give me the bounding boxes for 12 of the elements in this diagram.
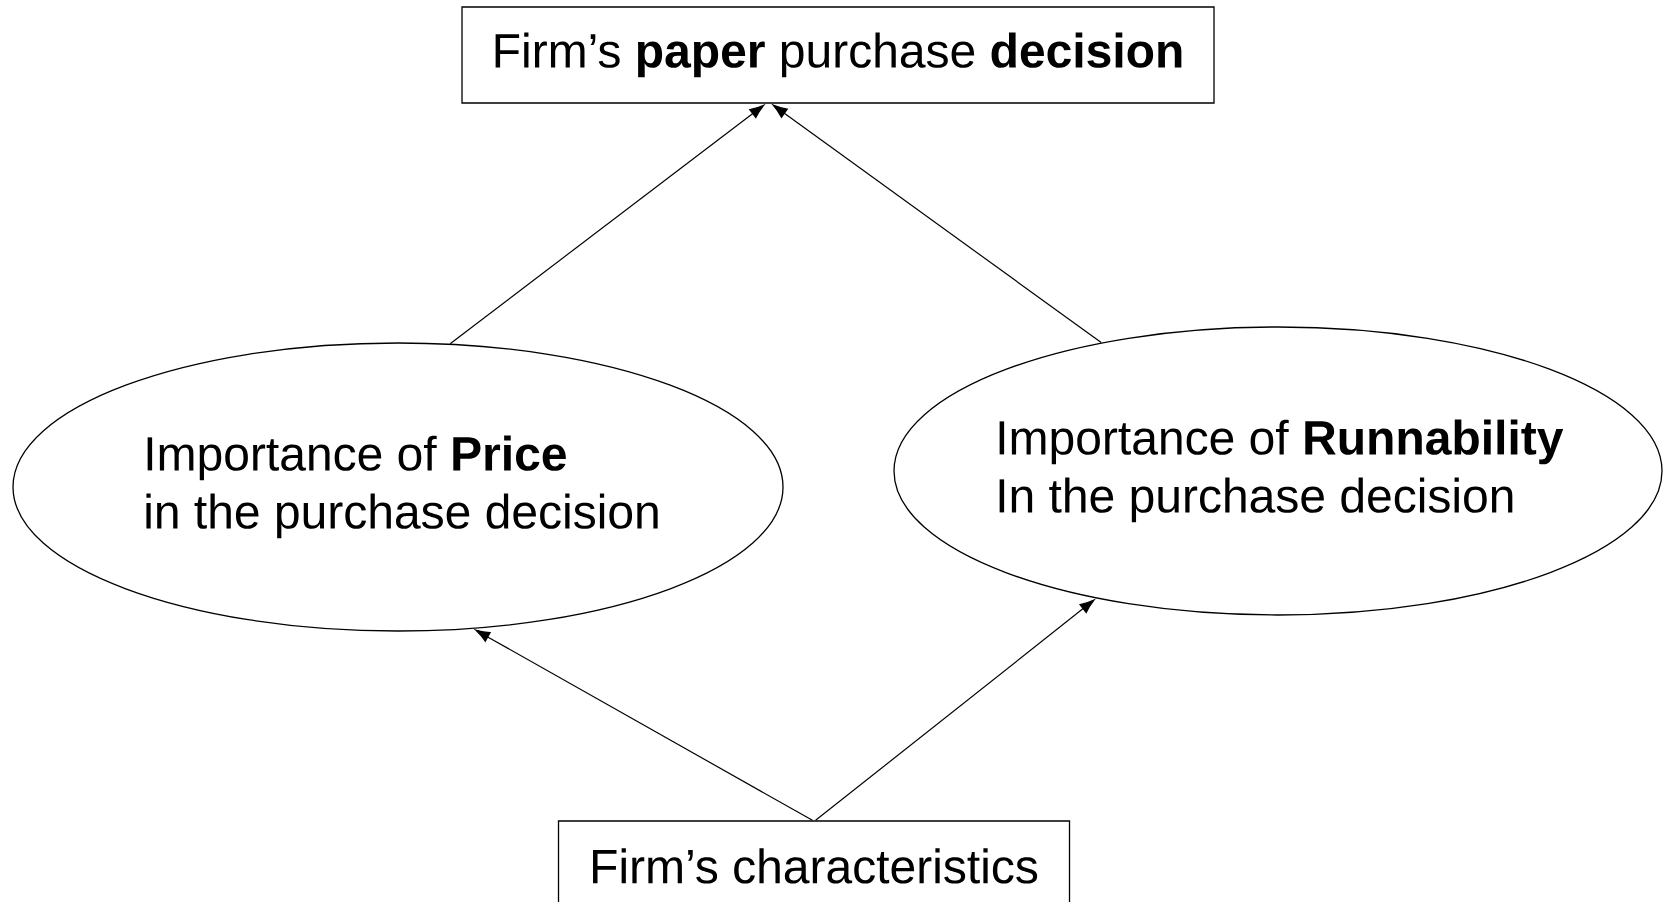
- arrow: [449, 104, 765, 345]
- node-text: Firm’s characteristics: [593, 848, 1038, 884]
- process-box: [557, 820, 1071, 902]
- node-text: Importance of Runnability In the purchase decision: [999, 419, 1564, 523]
- node-text: Importance of Price in the purchase decision: [146, 435, 658, 539]
- arrow: [772, 104, 1102, 344]
- factor-ellipse: [893, 326, 1663, 616]
- arrow: [815, 599, 1095, 821]
- arrow: [475, 629, 813, 821]
- process-box: [461, 6, 1215, 104]
- node-text: Firm’s paper purchase decision: [495, 32, 1182, 78]
- factor-ellipse: [12, 342, 784, 632]
